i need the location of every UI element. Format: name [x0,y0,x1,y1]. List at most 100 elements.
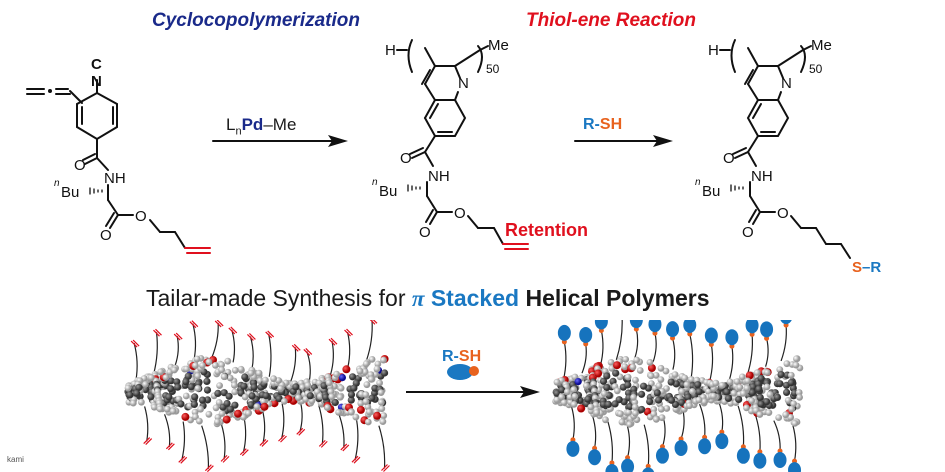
side-chain [634,329,639,359]
side-chain [661,418,666,447]
atom-sphere [553,378,561,386]
atom-sphere [600,390,608,397]
atom-o: O [135,208,147,225]
atom-sphere [231,381,238,389]
atom-sphere [191,393,199,401]
atom-sphere [783,388,791,396]
vinyl-tip [291,343,301,352]
atom-sphere [373,411,382,420]
atom-sphere [629,363,637,371]
atom-sphere [647,364,656,372]
side-chain [680,409,685,440]
atom-sphere [147,374,155,382]
atom-sphere [361,368,369,376]
atom-sphere [184,372,192,380]
side-chain [737,405,745,447]
atom-sphere [748,389,757,397]
atom-sphere [788,405,796,413]
atom-sphere [763,383,771,391]
side-chain [570,406,575,440]
atom-sphere [262,376,269,384]
atom-nh: NH [104,170,126,187]
r-group-ellipse [566,440,580,457]
side-chain [643,424,650,467]
r-group-ellipse [753,452,767,469]
atom-sphere [647,372,655,380]
side-chain [378,425,386,469]
side-chain [754,412,761,452]
side-chain [174,335,179,366]
atom-sphere [129,399,137,407]
r-group-ellipse [725,329,739,346]
atom-nh: NH [751,168,773,185]
atom-sphere [776,380,784,388]
atom-sphere [203,386,212,394]
vinyl-tip [340,443,350,452]
helix-model-before [124,320,390,472]
r-group-ellipse [594,320,608,330]
atom-n: N [781,75,792,92]
atom-sphere [174,383,182,391]
atom-sphere [292,383,300,391]
atom-o: O [777,205,789,222]
atom-sphere [735,395,743,404]
atom-sphere [791,420,799,427]
side-chain [607,421,614,464]
vinyl-tip [369,320,378,325]
atom-sphere [378,405,386,413]
r-group-ellipse [642,467,655,472]
r-group-ellipse [648,320,662,333]
atom-sphere [240,413,248,421]
vinyl-tip [214,320,224,328]
atom-sphere [558,393,565,401]
atom-sphere [363,381,371,389]
atom-sphere [218,361,226,369]
credit-text: kami [7,455,24,464]
r-group-ellipse [605,463,619,472]
atom-sphere [652,372,660,379]
atom-sphere [348,408,355,416]
vinyl-tip [344,328,353,337]
atom-sphere [157,368,165,376]
atom-sphere [787,371,795,379]
r-group-ellipse [780,320,792,325]
atom-sphere [349,373,357,381]
atom-nbu-n: n [372,177,378,188]
atom-n: N [458,75,469,92]
atom-sphere [142,386,150,394]
atom-sphere [652,415,660,423]
atom-sphere [150,403,158,411]
side-chain [671,337,676,370]
atom-sphere [165,393,173,401]
atom-sphere [756,393,764,402]
side-chain [699,403,706,438]
atom-nh: NH [428,168,450,185]
r-group-ellipse [773,451,787,468]
atom-sphere [726,378,734,386]
atom-o: O [100,227,112,244]
thiol-blue-ellipse-icon [447,364,473,380]
atom-sphere [757,374,765,382]
atom-sphere [763,398,771,406]
atom-sphere [194,385,202,392]
vinyl-tip [189,320,199,329]
atom-sphere [657,364,665,372]
side-chain [773,420,781,452]
atom-sphere [663,405,671,412]
atom-sphere [193,355,201,363]
atom-sphere [607,359,615,366]
atom-sphere [633,356,641,364]
middle-title: Tailar-made Synthesis for π Stacked Heli… [146,285,710,312]
atom-sphere [624,373,632,381]
atom-sphere [173,378,181,386]
atom-sphere [218,366,226,374]
helix-model-after [552,320,804,472]
atom-sphere [777,371,785,379]
atom-sphere [782,411,790,419]
atom-sphere [380,356,387,364]
side-chain [615,320,623,361]
r-group-ellipse [629,320,643,329]
atom-sphere [203,377,211,385]
sh-group: SH [458,348,482,365]
atom-sphere [618,418,626,426]
